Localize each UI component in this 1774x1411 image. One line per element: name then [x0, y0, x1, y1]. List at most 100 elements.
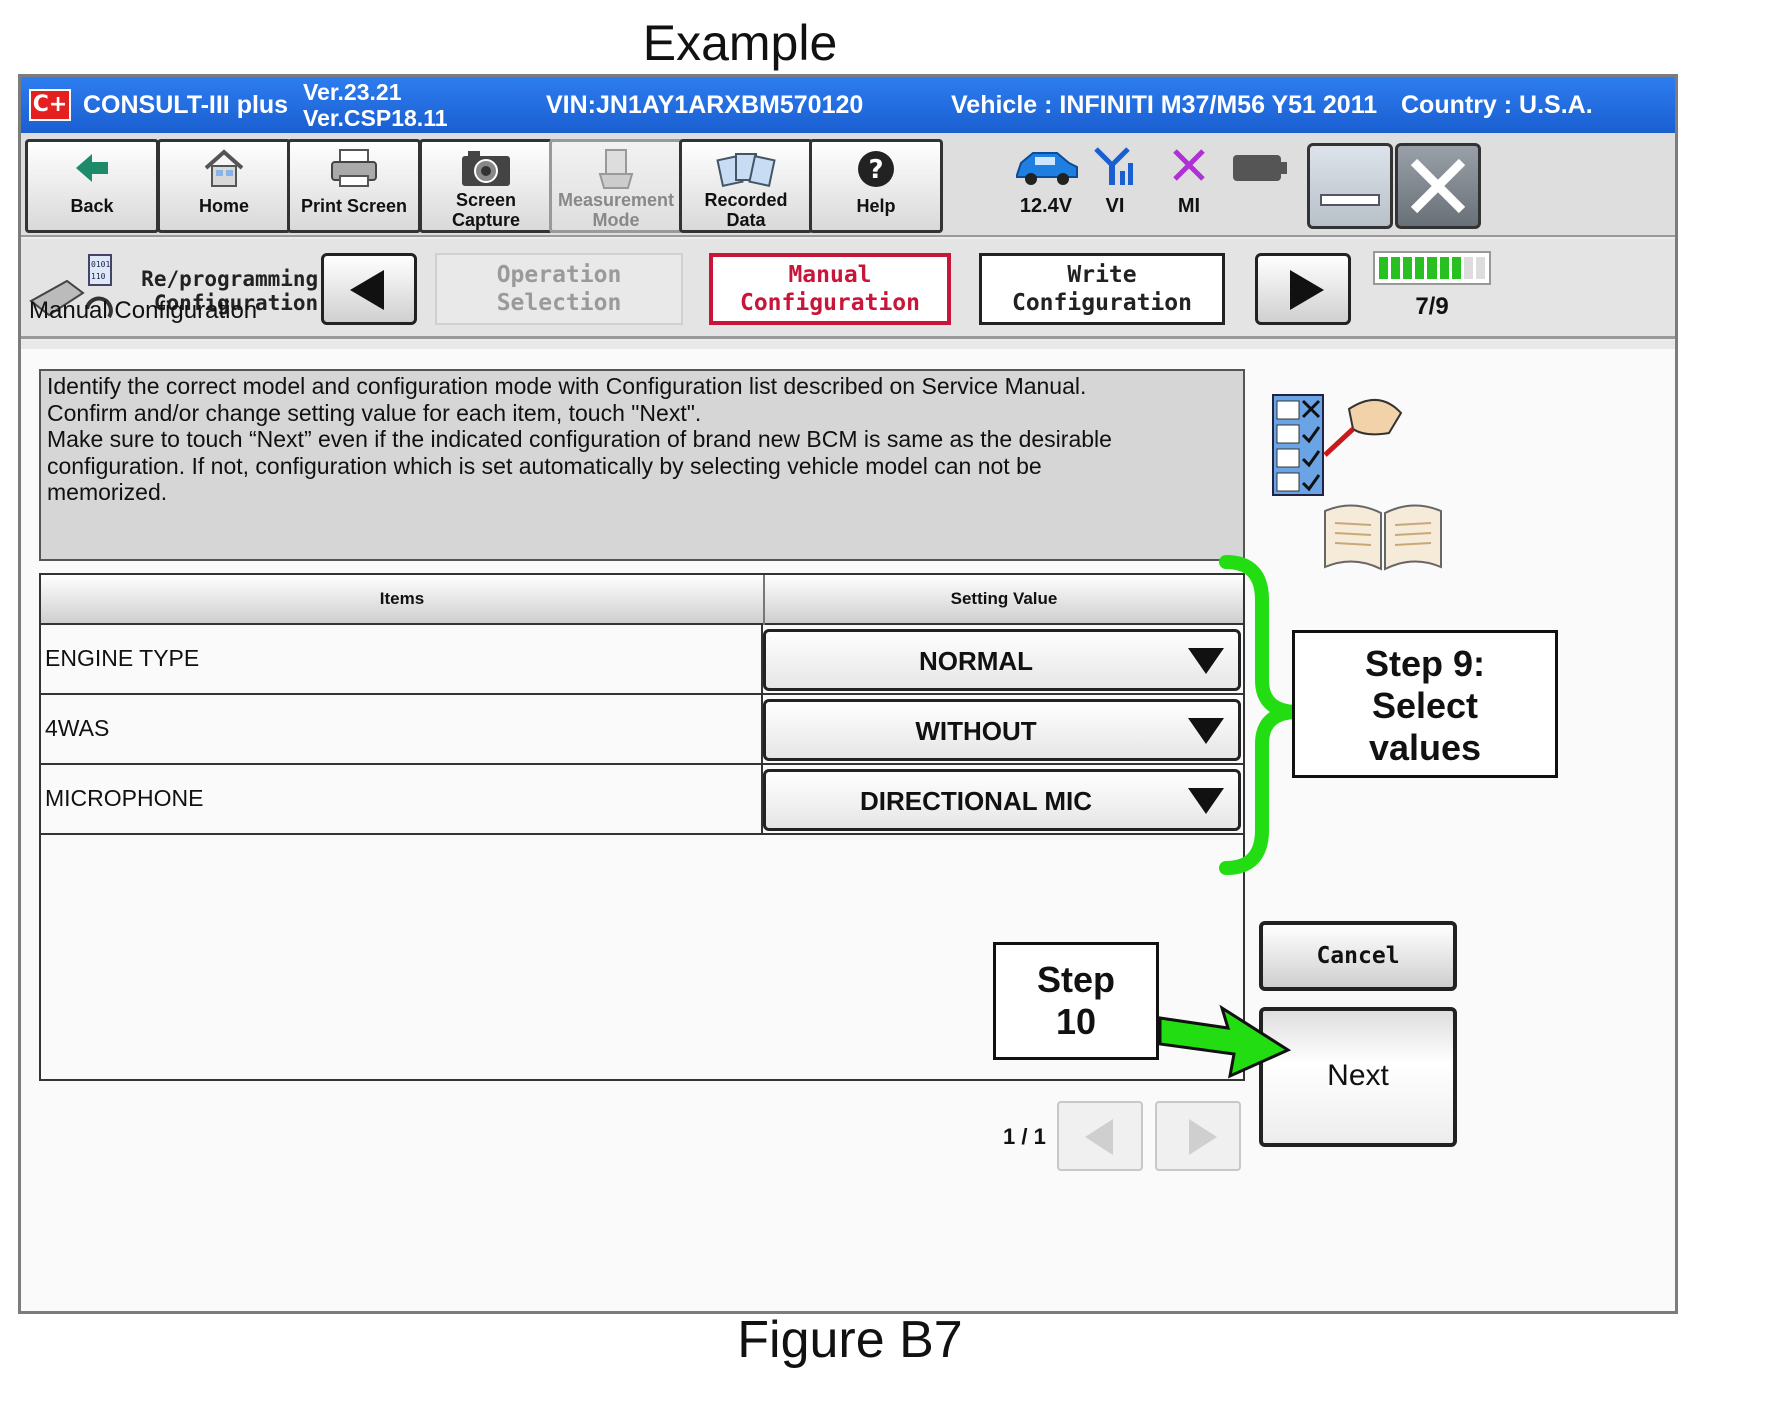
progress-bar [1373, 251, 1491, 285]
recorded-data-button[interactable]: Recorded Data [679, 139, 813, 233]
column-header-items: Items [379, 589, 425, 608]
title-bar: C+ CONSULT-III plus Ver.23.21 Ver.CSP18.… [21, 77, 1675, 133]
signal-icon [1075, 145, 1155, 195]
step-write-configuration: Write Configuration [979, 253, 1225, 325]
screen-title: Manual Configuration [29, 297, 258, 324]
item-label: MICROPHONE [45, 785, 204, 811]
progress-segment [1475, 257, 1485, 279]
page-next-button[interactable] [1155, 1101, 1241, 1171]
measurement-icon [552, 142, 680, 190]
camera-icon [422, 142, 550, 190]
version-info: Ver.23.21 Ver.CSP18.11 [303, 79, 448, 131]
wizard-title: Re/programming, Configuration [141, 267, 331, 315]
battery-indicator-icon [1231, 151, 1289, 190]
content-area: Identify the correct model and configura… [21, 341, 1675, 1311]
printer-icon [290, 142, 418, 196]
column-header-setting-value: Setting Value [950, 589, 1058, 608]
progress-segment [1463, 257, 1473, 279]
progress-segment [1379, 257, 1389, 279]
page-prev-button[interactable] [1057, 1101, 1143, 1171]
progress-text: 7/9 [1415, 293, 1449, 320]
vi-status: VI [1075, 145, 1155, 218]
progress-segment [1427, 257, 1437, 279]
page-next-icon [1189, 1119, 1217, 1155]
table-header: Items Setting Value [41, 575, 1243, 625]
setting-value: NORMAL [918, 646, 1034, 676]
table-row: ENGINE TYPE NORMAL [41, 625, 1243, 695]
version-line-2: Ver.CSP18.11 [303, 105, 448, 131]
table-row: 4WAS WITHOUT [41, 695, 1243, 765]
row-divider [761, 695, 763, 765]
setting-dropdown-engine-type[interactable]: NORMAL [763, 629, 1241, 691]
caption-figure: Figure B7 [737, 1311, 963, 1369]
instruction-line: Make sure to touch “Next” even if the in… [47, 426, 1112, 452]
car-icon [1006, 145, 1086, 195]
help-icon: ? [812, 142, 940, 196]
setting-dropdown-microphone[interactable]: DIRECTIONAL MIC [763, 769, 1241, 831]
close-icon [1406, 154, 1470, 223]
page-indicator: 1 / 1 [1003, 1124, 1046, 1149]
side-illustrations [1265, 389, 1455, 579]
consult-logo-icon: C+ [29, 89, 71, 121]
triangle-left-icon [350, 270, 384, 310]
setting-value: DIRECTIONAL MIC [859, 786, 1093, 816]
step-operation-selection: Operation Selection [435, 253, 683, 325]
cancel-button[interactable]: Cancel [1259, 921, 1457, 991]
wizard-forward-button[interactable] [1255, 253, 1351, 325]
print-screen-button[interactable]: Print Screen [287, 139, 421, 233]
row-divider [761, 625, 763, 695]
progress-segment [1451, 257, 1461, 279]
vin-label: VIN:JN1AY1ARXBM570120 [546, 91, 864, 119]
version-line-1: Ver.23.21 [303, 79, 402, 105]
back-arrow-icon [28, 142, 156, 196]
step-manual-configuration: Manual Configuration [709, 253, 951, 325]
svg-text:110: 110 [91, 272, 106, 281]
minimize-icon [1320, 194, 1380, 206]
mi-disconnected-icon [1149, 145, 1229, 195]
app-name: CONSULT-III plus [83, 91, 289, 119]
measurement-mode-button[interactable]: Measurement Mode [549, 139, 683, 233]
caption-example: Example [642, 15, 838, 71]
svg-text:?: ? [868, 155, 883, 185]
instruction-line: Confirm and/or change setting value for … [47, 399, 702, 426]
checklist-icon [1269, 389, 1409, 504]
home-button[interactable]: Home [157, 139, 291, 233]
recorded-data-icon [682, 142, 810, 190]
home-icon [160, 142, 288, 196]
next-button[interactable]: Next [1259, 1007, 1457, 1147]
page-prev-icon [1085, 1119, 1113, 1155]
mi-status: MI [1149, 145, 1229, 218]
battery-status: 12.4V [1006, 145, 1086, 218]
back-button[interactable]: Back [25, 139, 159, 233]
table-row: MICROPHONE DIRECTIONAL MIC [41, 765, 1243, 835]
instruction-line: Identify the correct model and configura… [47, 373, 1087, 399]
dropdown-arrow-icon [1188, 788, 1224, 814]
minimize-button[interactable] [1307, 143, 1393, 229]
row-divider [761, 765, 763, 835]
screen-capture-button[interactable]: Screen Capture [419, 139, 553, 233]
step9-callout: Step 9: Select values [1292, 630, 1558, 778]
setting-dropdown-4was[interactable]: WITHOUT [763, 699, 1241, 761]
instruction-line: configuration. If not, configuration whi… [47, 452, 1042, 479]
toolbar: Back Home Print Screen Screen Capture [21, 133, 1675, 237]
wizard-back-button[interactable] [321, 253, 417, 325]
dropdown-arrow-icon [1188, 648, 1224, 674]
country-label: Country : U.S.A. [1401, 91, 1593, 119]
instruction-line: memorized. [47, 479, 168, 505]
progress-segment [1391, 257, 1401, 279]
step10-callout: Step 10 [993, 942, 1159, 1060]
progress-segment [1415, 257, 1425, 279]
vehicle-label: Vehicle : INFINITI M37/M56 Y51 2011 [951, 91, 1378, 119]
item-label: ENGINE TYPE [45, 645, 200, 671]
manual-book-icon [1321, 493, 1445, 578]
header-divider [763, 575, 765, 625]
close-button[interactable] [1395, 143, 1481, 229]
triangle-right-icon [1290, 270, 1324, 310]
progress-segment [1439, 257, 1449, 279]
instructions-box: Identify the correct model and configura… [39, 369, 1245, 561]
dropdown-arrow-icon [1188, 718, 1224, 744]
help-button[interactable]: ? Help [809, 139, 943, 233]
progress-segment [1403, 257, 1413, 279]
